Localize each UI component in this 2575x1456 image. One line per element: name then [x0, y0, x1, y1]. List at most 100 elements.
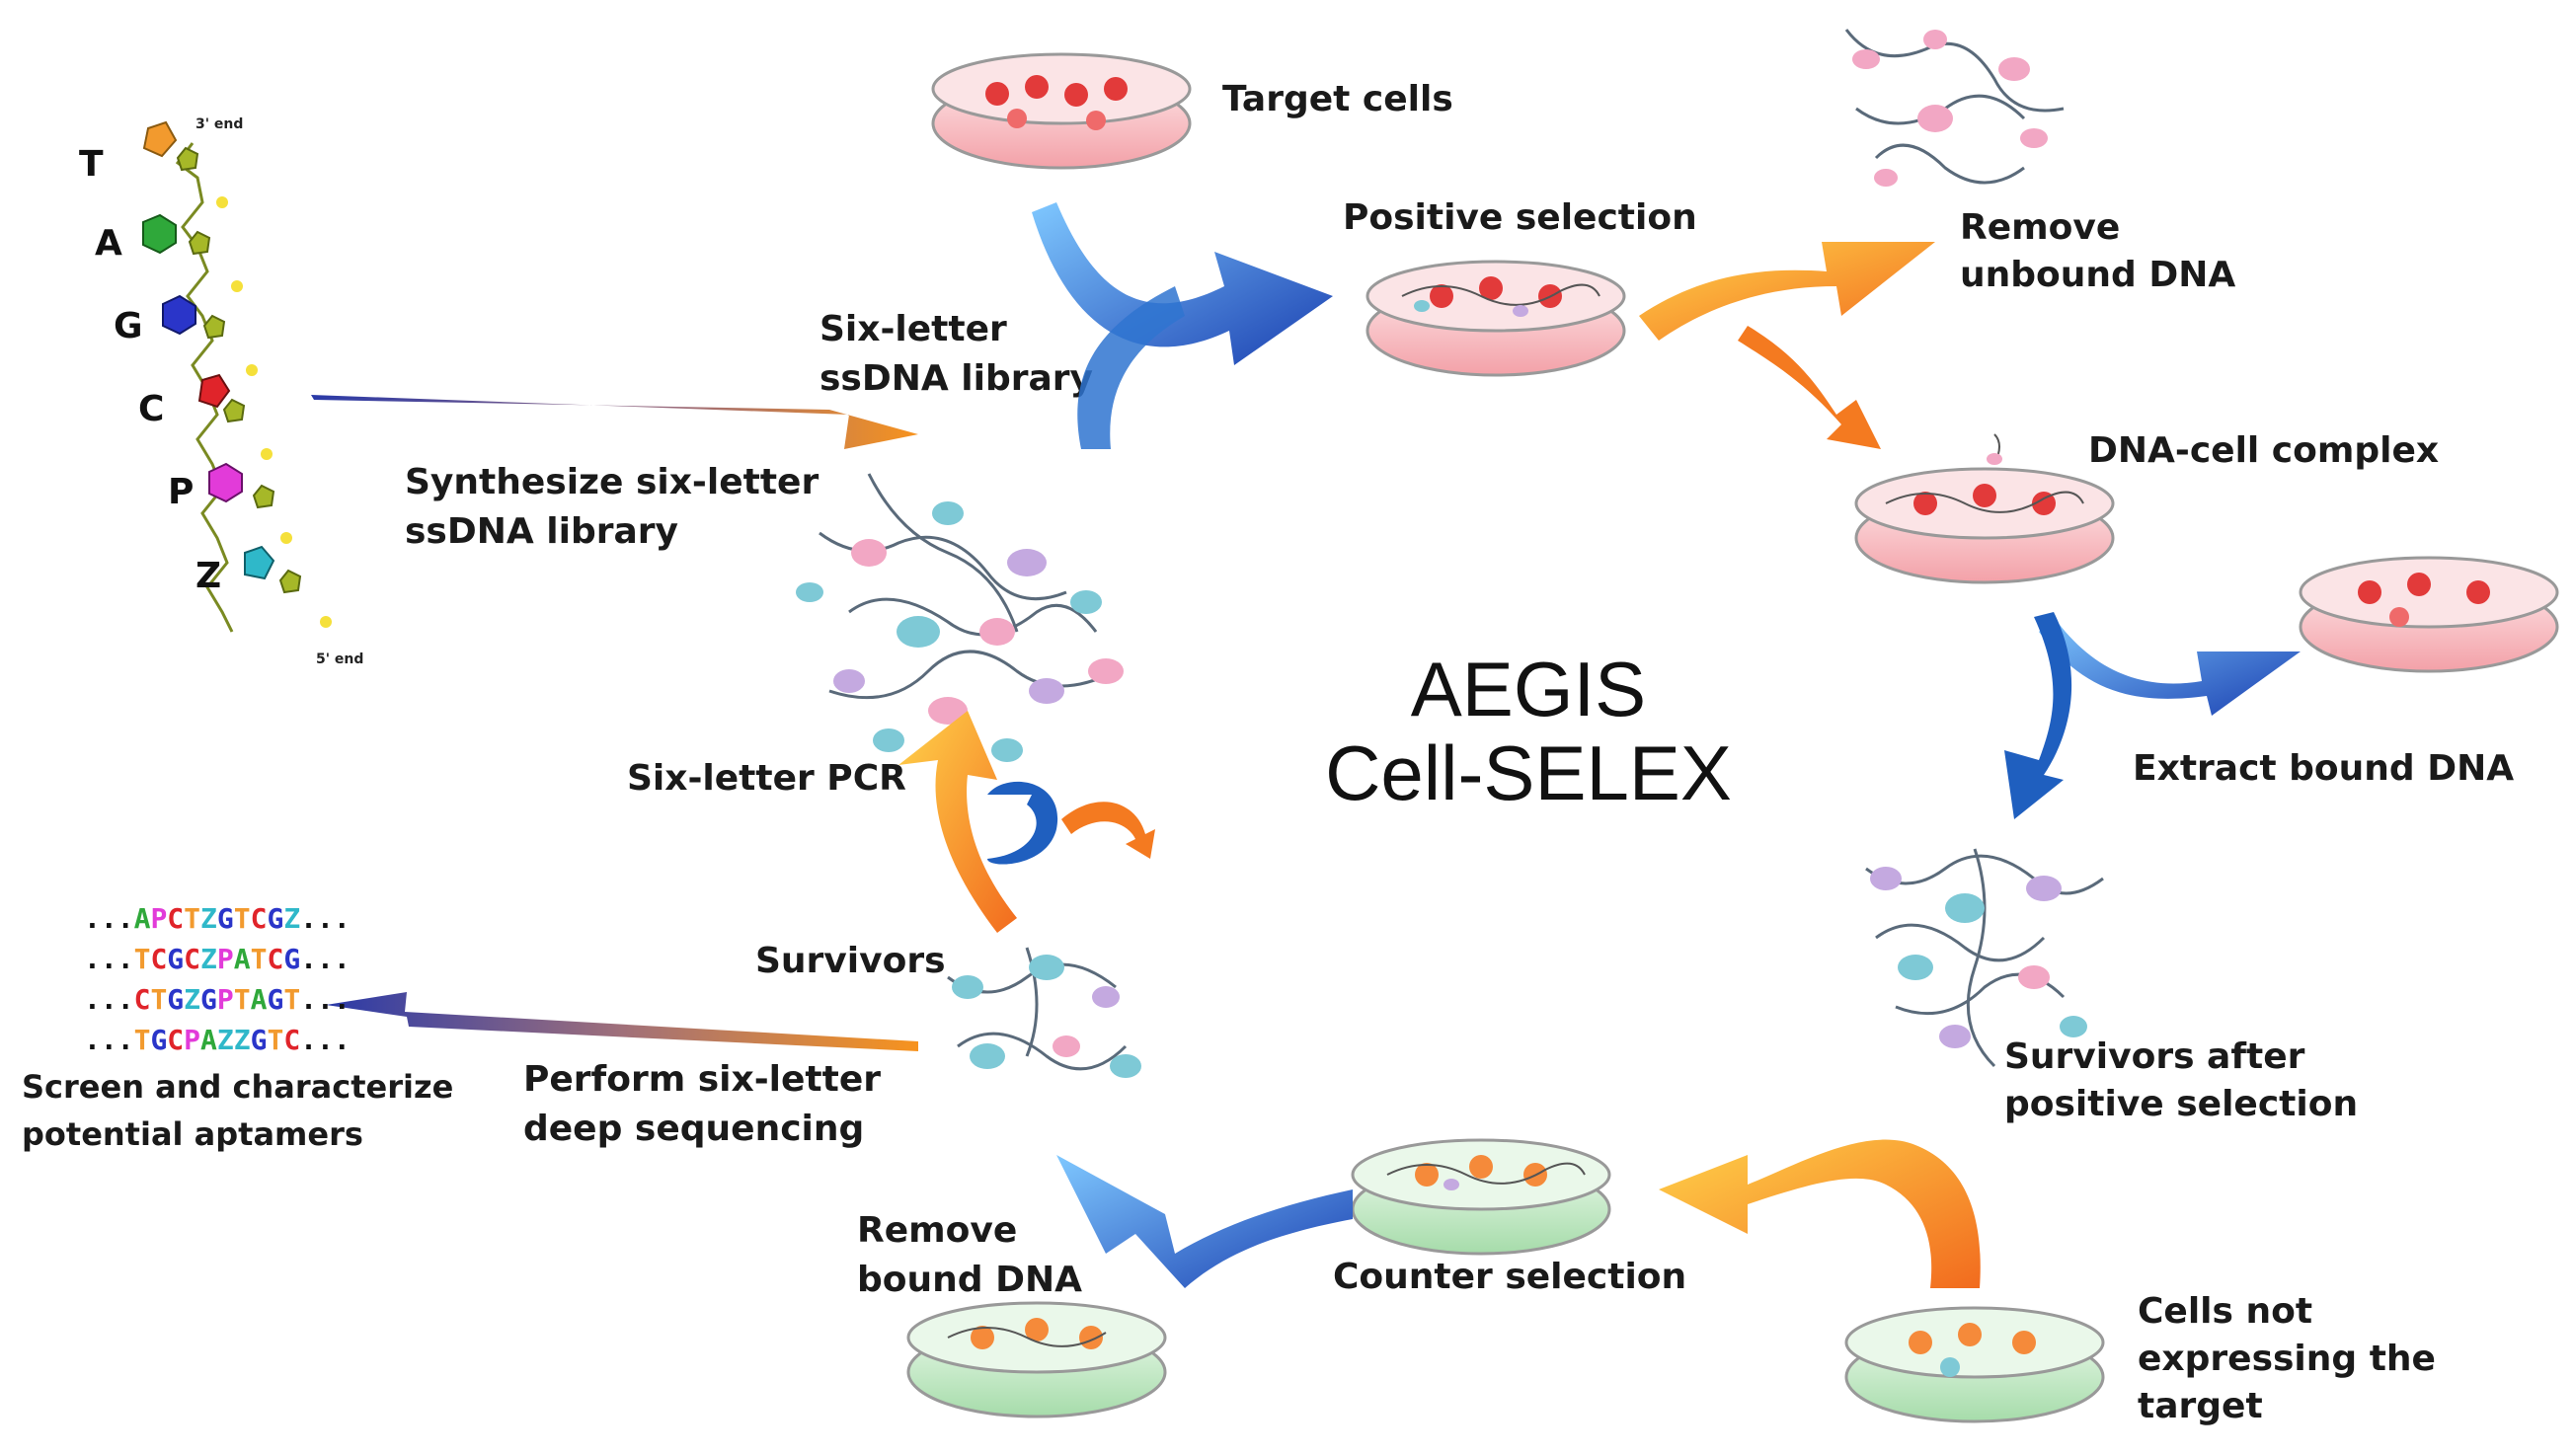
unbound-dna-strands [1844, 29, 2065, 187]
five-prime-end-label: 5' end [316, 651, 363, 667]
dna-cell-complex-dish [1854, 433, 2115, 584]
sequence-letter: G [283, 943, 300, 975]
sequence-letter: T [251, 943, 268, 975]
counter-selection-dish [1351, 1138, 1611, 1256]
orange-arrow-remove-unbound [1639, 242, 1935, 341]
phosphate [216, 196, 228, 208]
survivors-after-label-line2: positive selection [2004, 1084, 2358, 1124]
remove-unbound-label-line1: Remove [1960, 207, 2120, 248]
sequence-letter: Z [217, 1024, 234, 1056]
base-c: C [138, 373, 273, 460]
cells-not-expressing-label-line3: target [2138, 1386, 2263, 1426]
blue-arrow-down-to-survivors [2004, 612, 2072, 819]
sequence-ellipsis: ... [300, 902, 351, 935]
blue-arrow-extract [2039, 617, 2301, 716]
sequence-ellipsis: ... [300, 943, 351, 975]
sequence-letter: C [184, 943, 200, 975]
sequence-letter: P [184, 1024, 200, 1056]
dna-cell-complex-label: DNA-cell complex [2088, 430, 2439, 471]
phosphate [231, 280, 243, 292]
sequence-letter: A [234, 943, 251, 975]
target-cells-dish [931, 52, 1192, 170]
sequence-letter: T [267, 1024, 283, 1056]
positive-selection-label: Positive selection [1343, 197, 1697, 238]
sequence-letter: A [251, 983, 268, 1016]
base-a: A [95, 213, 243, 292]
sugar-ring [188, 230, 211, 256]
base-letter-c: C [138, 389, 164, 429]
sequence-letter: A [134, 902, 151, 935]
extract-bound-label: Extract bound DNA [2133, 748, 2514, 789]
sequence-letter: C [283, 1024, 300, 1056]
survivors-label: Survivors [755, 941, 946, 981]
sequence-letter: T [234, 902, 251, 935]
sugar-ring [176, 146, 199, 172]
sequence-ellipsis: ... [84, 943, 134, 975]
sequence-line: ...TGCPAZZGTC... [84, 1024, 351, 1056]
base-z-ring [244, 545, 275, 580]
title-line2: Cell-SELEX [1325, 729, 1732, 816]
sequence-ellipsis: ... [84, 1024, 134, 1056]
chain-backbone [175, 142, 234, 633]
base-letter-z: Z [195, 556, 221, 596]
synthesize-label-line1: Synthesize six-letter [405, 462, 819, 502]
sequence-letter: P [217, 943, 234, 975]
sequence-letter: G [167, 983, 184, 1016]
sequence-letter: P [217, 983, 234, 1016]
sequence-letter: T [184, 902, 200, 935]
sequence-letter: Z [184, 983, 200, 1016]
sequence-ellipsis: ... [84, 902, 134, 935]
phosphate [261, 448, 273, 460]
sugar-ring [202, 314, 226, 340]
remove-bound-label-line1: Remove [857, 1210, 1017, 1251]
base-letter-a: A [95, 223, 122, 264]
sequence-letter: A [200, 1024, 217, 1056]
sequence-letter: C [267, 943, 283, 975]
sequence-letter: G [267, 902, 283, 935]
sequence-letter: G [167, 943, 184, 975]
base-g-ring [162, 294, 196, 336]
cycle-swirl-icon [987, 781, 1155, 865]
three-prime-end-label: 3' end [195, 116, 243, 132]
blue-arrow-to-positive-selection [1032, 202, 1333, 365]
sequence-letter: G [217, 902, 234, 935]
sequence-letter: Z [283, 902, 300, 935]
nucleotide-chain: 3' end 5' end T A G C P [79, 116, 363, 667]
orange-arrow-to-counter-selection [1659, 1139, 1981, 1288]
sequence-letter: Z [200, 902, 217, 935]
aptamer-sequences: ...APCTZGTCGZ......TCGCZPATCG......CTGZG… [84, 902, 351, 1056]
sequence-letter: T [134, 1024, 151, 1056]
remove-bound-label-line2: bound DNA [857, 1260, 1082, 1300]
sequence-letter: Z [200, 943, 217, 975]
cells-not-expressing-label-line1: Cells not [2138, 1291, 2312, 1332]
title-line1: AEGIS [1411, 646, 1646, 732]
counter-selection-label: Counter selection [1333, 1257, 1686, 1297]
sequence-letter: T [234, 983, 251, 1016]
sequence-ellipsis: ... [84, 983, 134, 1016]
phosphate [320, 616, 332, 628]
sugar-ring [222, 398, 246, 423]
positive-selection-dish [1366, 260, 1626, 377]
survivors-after-label-line1: Survivors after [2004, 1036, 2305, 1077]
base-letter-t: T [79, 144, 104, 185]
base-t-ring [142, 120, 178, 158]
base-c-ring [197, 373, 231, 409]
ssdna-library-cluster [796, 473, 1124, 762]
cells-not-expressing-label-line2: expressing the [2138, 1339, 2436, 1379]
screen-label-line2: potential aptamers [22, 1115, 363, 1153]
deep-sequencing-label-line2: deep sequencing [523, 1109, 864, 1149]
sequence-letter: C [167, 902, 184, 935]
base-a-ring [142, 213, 177, 255]
sequence-ellipsis: ... [300, 983, 351, 1016]
sequence-letter: Z [234, 1024, 251, 1056]
sequence-letter: G [267, 983, 283, 1016]
base-t: T [79, 120, 228, 208]
sequence-letter: G [150, 1024, 167, 1056]
target-cells-label: Target cells [1222, 79, 1453, 119]
survivors-after-cluster [1865, 848, 2104, 1068]
synthesize-label-line2: ssDNA library [405, 511, 678, 552]
library-label-line1: Six-letter [819, 309, 1007, 349]
deep-sequencing-label-line1: Perform six-letter [523, 1059, 881, 1100]
sequence-letter: C [167, 1024, 184, 1056]
